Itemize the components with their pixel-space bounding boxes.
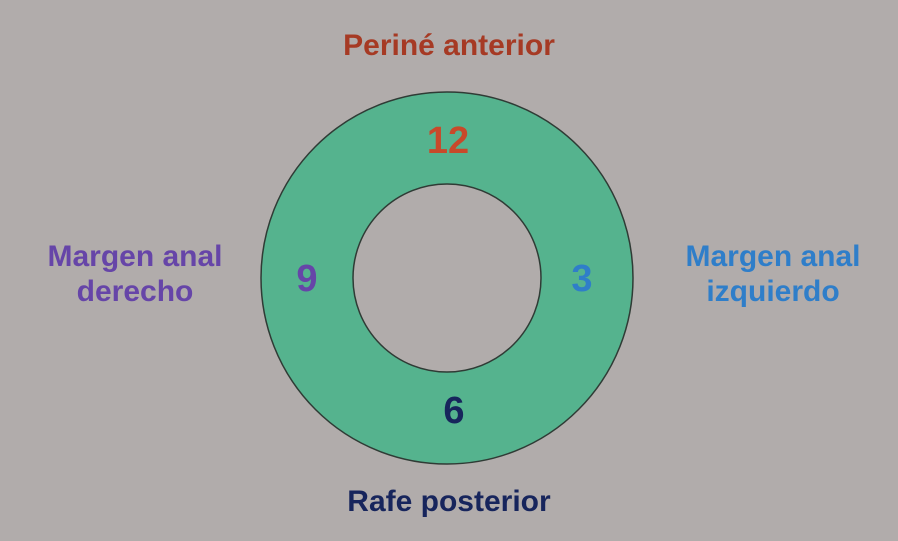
clock-position-6: 6 xyxy=(443,390,465,432)
label-perine-anterior: Periné anterior xyxy=(343,29,555,62)
label-margen-anal-derecho: Margen anal derecho xyxy=(47,240,223,309)
label-rafe-posterior: Rafe posterior xyxy=(347,485,551,518)
inner-hole xyxy=(352,183,542,373)
label-margen-anal-izquierdo: Margen anal izquierdo xyxy=(685,240,861,309)
clock-position-3: 3 xyxy=(571,258,593,300)
clock-position-9: 9 xyxy=(296,258,318,300)
clock-position-12: 12 xyxy=(426,120,470,162)
